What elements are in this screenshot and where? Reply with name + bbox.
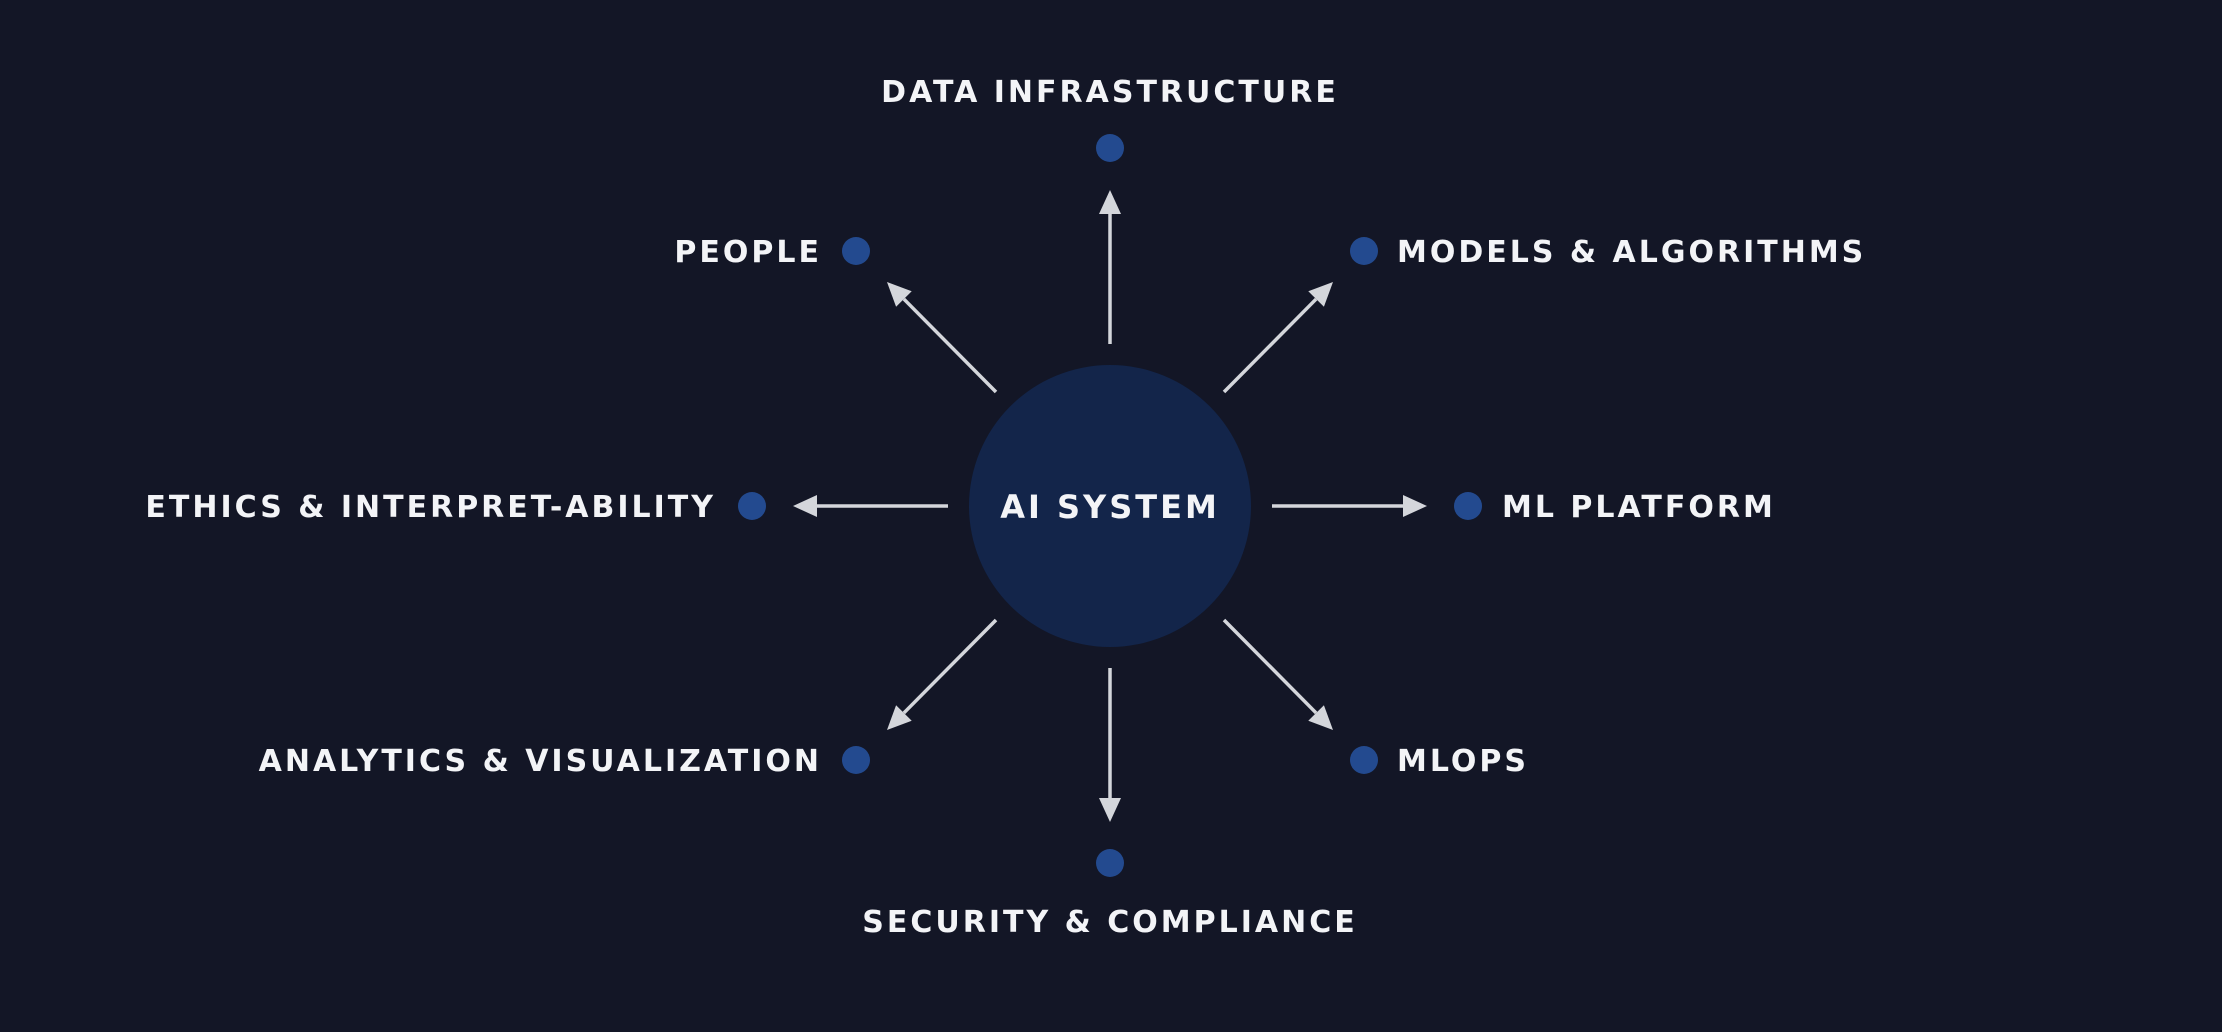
arrow-line-models-algorithms [1222,297,1318,394]
node-dot-models-algorithms [1350,237,1378,265]
node-dot-security-compliance [1096,849,1124,877]
hub-label: AI SYSTEM [1000,488,1220,526]
arrowhead-ml-platform [1403,495,1427,517]
node-label-models-algorithms: MODELS & ALGORITHMS [1397,235,1866,270]
arrowhead-security-compliance [1099,798,1121,822]
spokes: DATA INFRASTRUCTURE MODELS & ALGORITHMS ML… [145,75,1866,940]
arrow-line-mlops [1222,618,1318,715]
arrow-line-analytics-visualization [902,618,998,715]
node-label-mlops: MLOPS [1397,744,1529,779]
node-label-security-compliance: SECURITY & COMPLIANCE [862,905,1357,940]
node-label-ml-platform: ML PLATFORM [1502,490,1776,525]
node-dot-data-infrastructure [1096,134,1124,162]
arrowhead-people [887,282,912,307]
node-dot-people [842,237,870,265]
arrow-line-people [902,297,998,394]
node-label-analytics-visualization: ANALYTICS & VISUALIZATION [259,744,822,779]
arrowhead-analytics-visualization [887,705,912,730]
node-label-data-infrastructure: DATA INFRASTRUCTURE [881,75,1339,110]
node-dot-analytics-visualization [842,746,870,774]
node-label-people: PEOPLE [674,235,822,270]
arrowhead-mlops [1308,705,1333,730]
node-label-ethics-interpretability: ETHICS & INTERPRET-ABILITY [145,490,716,525]
node-dot-mlops [1350,746,1378,774]
node-dot-ml-platform [1454,492,1482,520]
arrowhead-models-algorithms [1308,282,1333,307]
arrowhead-ethics-interpretability [793,495,817,517]
node-dot-ethics-interpretability [738,492,766,520]
hub-circle [969,365,1251,647]
arrowhead-data-infrastructure [1099,190,1121,214]
